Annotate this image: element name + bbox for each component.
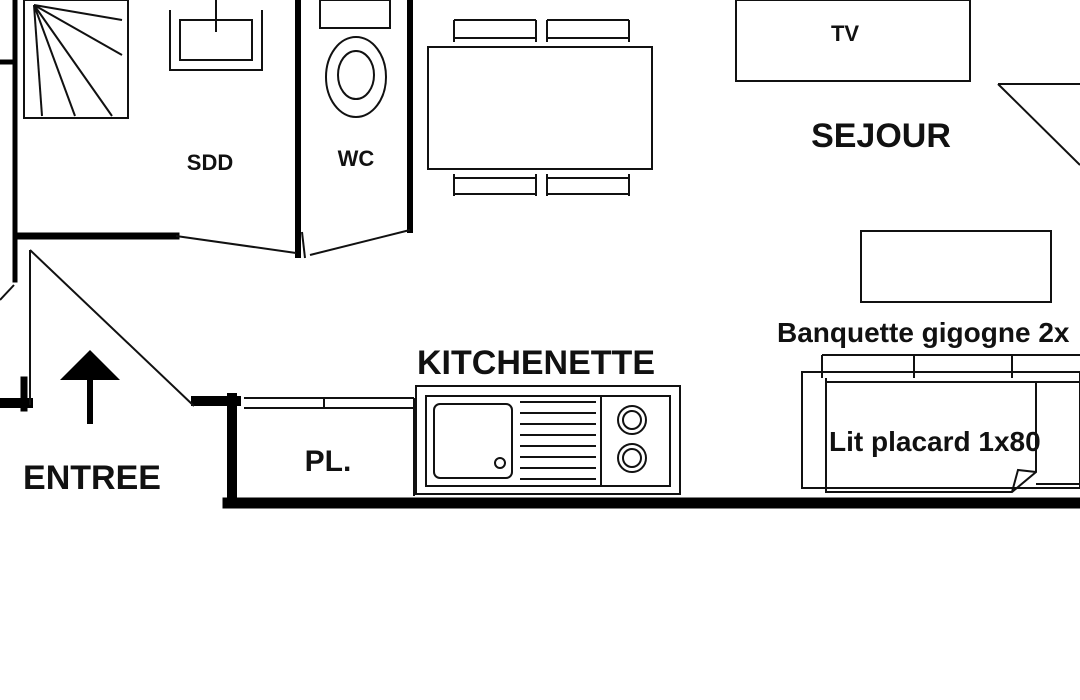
stair-step: [33, 4, 123, 56]
washbasin-inner: [179, 19, 253, 61]
placard-label: PL.: [305, 445, 352, 478]
stair-box: [23, 0, 129, 119]
kitchenette-counter: [415, 385, 681, 495]
chair-bottom-left: [453, 174, 537, 196]
room-label-sejour: SEJOUR: [811, 117, 951, 155]
room-label-sdd: SDD: [187, 150, 233, 175]
door-left-small: [0, 284, 15, 301]
counter-inner: [425, 395, 671, 487]
sink-drainer: [520, 401, 596, 480]
lit-placard-label: Lit placard 1x80: [829, 426, 1041, 457]
staircase: [23, 0, 129, 119]
doors: [0, 229, 411, 407]
tv-label: TV: [831, 21, 859, 46]
coffee-table: [860, 230, 1052, 303]
walls: [0, 0, 1080, 509]
room-label-entree: ENTREE: [23, 459, 161, 497]
hob-burner-bottom: [617, 443, 647, 473]
toilet-bowl: [325, 36, 387, 118]
stair-step: [33, 4, 43, 117]
room-label-kitchenette: KITCHENETTE: [417, 344, 655, 382]
banquette-label: Banquette gigogne 2x: [777, 317, 1070, 348]
sofa-bed-group: [801, 354, 1080, 493]
toilet-tank: [319, 0, 391, 29]
washbasin: [169, 0, 263, 71]
banquette-frame: [801, 371, 1080, 489]
chair-bottom-right: [546, 174, 630, 196]
dining-table-group: [427, 19, 653, 196]
stair-step: [33, 4, 113, 117]
right-wall-diagonal: [997, 83, 1080, 166]
placard: [244, 397, 415, 496]
chair-top-left: [453, 19, 537, 42]
counter-outline: [415, 385, 681, 495]
tv-unit: [735, 0, 971, 82]
arrow-head: [60, 350, 120, 380]
door-entry-swing: [29, 249, 195, 407]
door-wc: [309, 229, 411, 256]
lit-placard-fold: [1011, 468, 1037, 493]
sink-drain: [494, 457, 506, 469]
door-sdd: [175, 235, 297, 254]
lit-placard-mattress: [825, 378, 1037, 493]
door-wc-jamb: [301, 231, 306, 259]
chair-top-right: [546, 19, 630, 42]
dining-table: [427, 46, 653, 170]
toilet-seat: [337, 50, 375, 100]
room-label-wc: WC: [338, 146, 375, 171]
stair-step: [33, 4, 123, 21]
washbasin-outer: [169, 10, 263, 71]
entry-arrow-icon: [60, 350, 120, 424]
toilet: [319, 0, 391, 118]
stair-step: [33, 4, 76, 117]
hob-burner-top: [617, 405, 647, 435]
sink-basin: [433, 403, 513, 479]
